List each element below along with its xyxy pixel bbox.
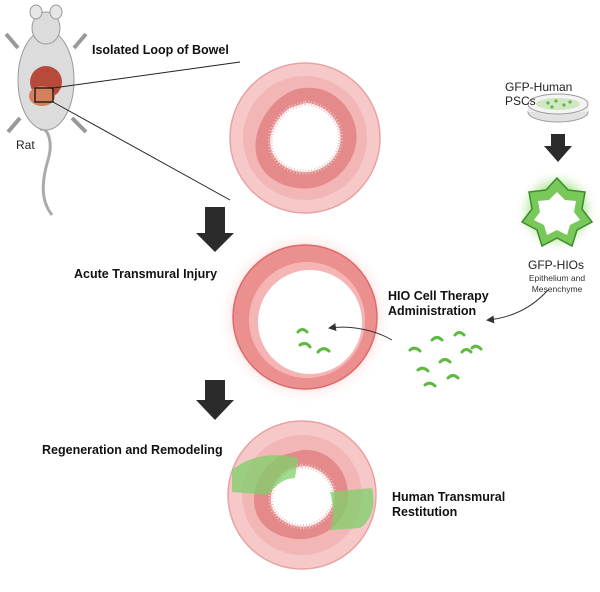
label-isolated-loop: Isolated Loop of Bowel	[92, 43, 229, 57]
callout-line-top	[52, 61, 241, 89]
label-hio-therapy-line2: Administration	[388, 304, 477, 318]
label-hio-therapy-line1: HIO Cell Therapy	[388, 289, 489, 303]
label-restitution: Human Transmural Restitution	[392, 490, 505, 520]
label-regeneration: Regeneration and Remodeling	[42, 443, 223, 457]
label-restitution-line1: Human Transmural	[392, 490, 506, 504]
label-restitution-line2: Restitution	[392, 505, 458, 519]
down-arrow-2	[196, 380, 234, 420]
hio-to-cells-arrow	[486, 289, 549, 324]
delivered-cells	[296, 328, 331, 354]
label-gfp-pscs: GFP-Human PSCs	[505, 80, 573, 108]
down-arrow-1	[196, 207, 234, 252]
petri-dish-icon	[527, 93, 589, 123]
gfp-patch-right	[330, 488, 374, 530]
callout-line-bottom	[52, 101, 231, 201]
organoid-icon	[515, 169, 599, 253]
healthy-bowel-ring	[229, 62, 381, 214]
down-arrow-small	[544, 134, 572, 162]
injured-bowel-ring	[217, 229, 393, 405]
label-epithelium: Epithelium and Mesenchyme	[521, 273, 593, 295]
label-epithelium-line2: Mesenchyme	[531, 284, 583, 294]
therapy-arrow	[328, 323, 393, 341]
rat-icon	[4, 4, 88, 216]
gfp-patch-left	[232, 455, 298, 495]
label-acute-injury: Acute Transmural Injury	[74, 267, 218, 281]
label-hio-therapy: HIO Cell Therapy Administration	[388, 289, 489, 319]
label-epithelium-line1: Epithelium and	[528, 273, 586, 283]
cells-icon	[408, 331, 483, 388]
regenerated-bowel-ring	[227, 420, 377, 570]
label-gfp-hios: GFP-HIOs	[528, 258, 584, 272]
label-rat: Rat	[16, 138, 35, 152]
selection-box	[34, 87, 54, 103]
